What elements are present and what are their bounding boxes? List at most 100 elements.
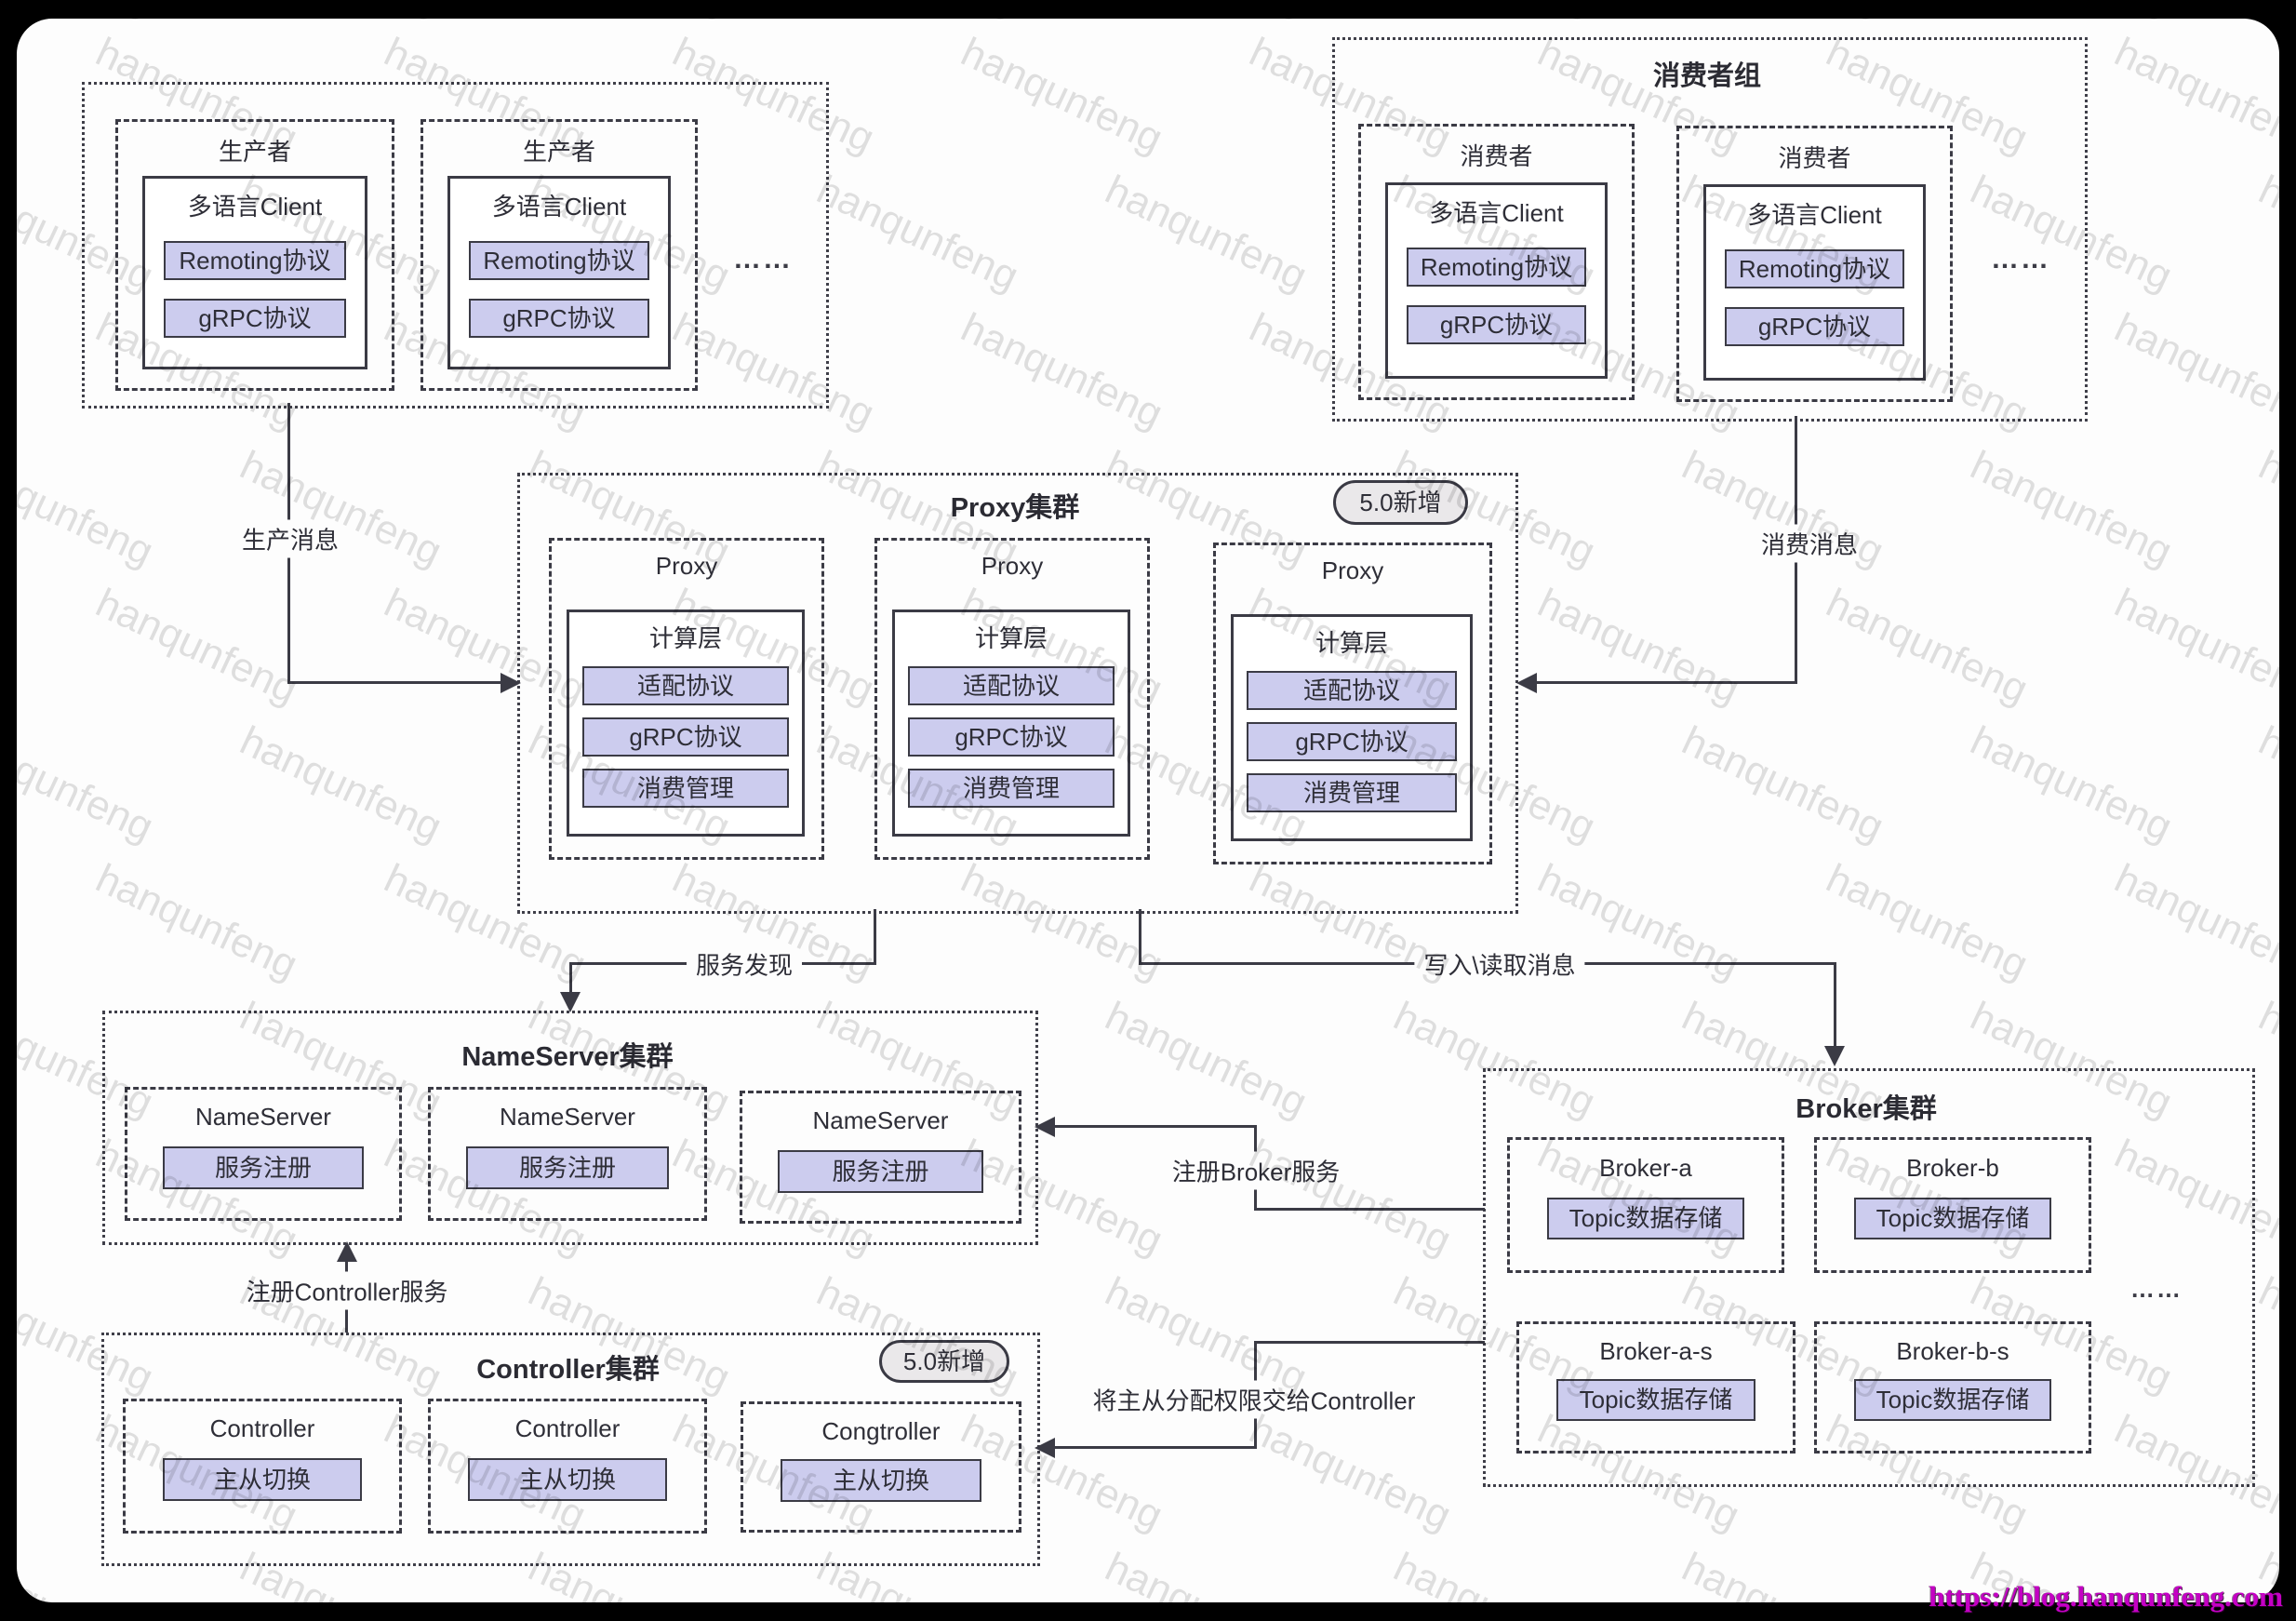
- producer-ellipsis: ……: [733, 244, 793, 275]
- consume-arrowhead: [1516, 673, 1537, 693]
- broker-ellipsis: ……: [2130, 1275, 2183, 1303]
- proxy-chip: 适配协议: [582, 666, 789, 705]
- discovery-edge-line: [569, 962, 572, 996]
- service-register-chip: 服务注册: [466, 1146, 669, 1189]
- consumer-title: 消费者: [1778, 144, 1851, 172]
- controller-title: Congtroller: [821, 1417, 941, 1445]
- watermark-text: hanqunfeng: [0, 29, 17, 162]
- readwrite-edge-label: 写入\读取消息: [1414, 944, 1585, 984]
- consumer-ellipsis: ……: [1991, 244, 2050, 275]
- grant-edge-label: 将主从分配权限交给Controller: [1083, 1380, 1425, 1419]
- controller-node: Controller 主从切换: [428, 1399, 707, 1534]
- discovery-edge-line: [874, 909, 876, 965]
- proxy-chip: 消费管理: [908, 769, 1115, 808]
- proxy-node: Proxy 计算层 适配协议 gRPC协议 消费管理: [1213, 543, 1492, 864]
- register-controller-edge-label: 注册Controller服务: [236, 1271, 458, 1310]
- proxy-chip: 消费管理: [582, 769, 789, 808]
- proxy-title: Proxy: [655, 552, 718, 580]
- consumer-group-container: [1332, 37, 2088, 422]
- proxy-node: Proxy 计算层 适配协议 gRPC协议 消费管理: [874, 538, 1150, 860]
- broker-title: Broker-a: [1599, 1154, 1692, 1182]
- protocol-chip: gRPC协议: [164, 299, 346, 338]
- register-broker-edge-line: [1254, 1208, 1485, 1211]
- proxy-chip: gRPC协议: [908, 717, 1115, 757]
- controller-node: Controller 主从切换: [123, 1399, 402, 1534]
- client-box: 多语言Client Remoting协议 gRPC协议: [142, 176, 367, 369]
- consumer-title: 消费者: [1460, 142, 1533, 170]
- proxy-chip: gRPC协议: [1247, 722, 1457, 761]
- protocol-chip: Remoting协议: [1725, 249, 1904, 288]
- proxy-chip: 消费管理: [1247, 773, 1457, 812]
- nameserver-node: NameServer 服务注册: [740, 1091, 1021, 1224]
- broker-node: Broker-a-s Topic数据存储: [1516, 1321, 1795, 1454]
- watermark-text: hanqunfeng: [0, 1406, 17, 1539]
- broker-title: Broker-b-s: [1896, 1337, 2009, 1365]
- service-register-chip: 服务注册: [163, 1146, 364, 1189]
- grant-edge-line: [1254, 1341, 1485, 1344]
- proxy-cluster-container: [517, 473, 1518, 914]
- grant-edge-line: [1051, 1446, 1257, 1449]
- proxy-chip: 适配协议: [1247, 671, 1457, 710]
- failover-chip: 主从切换: [163, 1458, 362, 1501]
- topic-storage-chip: Topic数据存储: [1854, 1198, 2051, 1239]
- producer-node: 生产者 多语言Client Remoting协议 gRPC协议: [115, 119, 394, 391]
- watermark-text: hanqunfeng: [0, 855, 17, 988]
- discovery-arrowhead: [560, 992, 581, 1012]
- client-box: 多语言Client Remoting协议 gRPC协议: [1385, 182, 1608, 379]
- register-broker-arrowhead: [1035, 1117, 1055, 1137]
- protocol-chip: Remoting协议: [1407, 248, 1586, 287]
- produce-edge-line: [287, 681, 503, 684]
- discovery-edge-label: 服务发现: [686, 944, 803, 984]
- consumer-node: 消费者 多语言Client Remoting协议 gRPC协议: [1358, 124, 1635, 400]
- topic-storage-chip: Topic数据存储: [1547, 1198, 1744, 1239]
- consumer-node: 消费者 多语言Client Remoting协议 gRPC协议: [1676, 126, 1953, 402]
- protocol-chip: gRPC协议: [1407, 305, 1586, 344]
- nameserver-title: NameServer: [812, 1106, 949, 1134]
- compute-layer-box: 计算层 适配协议 gRPC协议 消费管理: [892, 610, 1130, 837]
- blog-url-link[interactable]: https://blog.hanqunfeng.com: [1929, 1580, 2283, 1613]
- producer-title: 生产者: [522, 138, 595, 166]
- register-broker-edge-label: 注册Broker服务: [1162, 1151, 1350, 1190]
- proxy-new-badge: 5.0新增: [1333, 480, 1468, 525]
- failover-chip: 主从切换: [781, 1459, 981, 1502]
- topic-storage-chip: Topic数据存储: [1556, 1379, 1755, 1421]
- produce-arrowhead: [501, 673, 521, 693]
- proxy-chip: gRPC协议: [582, 717, 789, 757]
- watermark-text: hanqunfeng: [0, 580, 17, 713]
- nameserver-node: NameServer 服务注册: [428, 1087, 707, 1221]
- client-title: 多语言Client: [1429, 199, 1564, 227]
- nameserver-title: NameServer: [195, 1103, 331, 1131]
- protocol-chip: Remoting协议: [164, 241, 346, 280]
- watermark-text: hanqunfeng: [0, 1131, 17, 1264]
- client-box: 多语言Client Remoting协议 gRPC协议: [1703, 184, 1926, 381]
- proxy-cluster-title: Proxy集群: [950, 493, 1080, 523]
- broker-title: Broker-a-s: [1599, 1337, 1713, 1365]
- proxy-title: Proxy: [981, 552, 1044, 580]
- readwrite-edge-line: [1834, 962, 1836, 1048]
- client-box: 多语言Client Remoting协议 gRPC协议: [447, 176, 671, 369]
- proxy-node: Proxy 计算层 适配协议 gRPC协议 消费管理: [549, 538, 824, 860]
- readwrite-arrowhead: [1824, 1046, 1845, 1066]
- controller-node: Congtroller 主从切换: [741, 1401, 1021, 1533]
- producer-title: 生产者: [218, 138, 291, 166]
- compute-layer-title: 计算层: [648, 624, 722, 652]
- service-register-chip: 服务注册: [778, 1150, 983, 1193]
- protocol-chip: gRPC协议: [469, 299, 649, 338]
- produce-edge-label: 生产消息: [232, 519, 349, 558]
- compute-layer-box: 计算层 适配协议 gRPC协议 消费管理: [1231, 614, 1473, 841]
- grant-arrowhead: [1035, 1438, 1055, 1458]
- broker-cluster-title: Broker集群: [1795, 1094, 1937, 1124]
- compute-layer-title: 计算层: [974, 624, 1048, 652]
- client-title: 多语言Client: [187, 193, 323, 221]
- broker-node: Broker-b-s Topic数据存储: [1814, 1321, 2091, 1454]
- consume-edge-label: 消费消息: [1751, 524, 1868, 563]
- watermark-text: hanqunfeng: [0, 304, 17, 437]
- proxy-title: Proxy: [1321, 556, 1384, 584]
- consume-edge-line: [1537, 681, 1797, 684]
- controller-title: Controller: [209, 1414, 315, 1442]
- protocol-chip: Remoting协议: [469, 241, 649, 280]
- compute-layer-box: 计算层 适配协议 gRPC协议 消费管理: [567, 610, 805, 837]
- nameserver-cluster-title: NameServer集群: [461, 1042, 674, 1072]
- client-title: 多语言Client: [1747, 201, 1882, 229]
